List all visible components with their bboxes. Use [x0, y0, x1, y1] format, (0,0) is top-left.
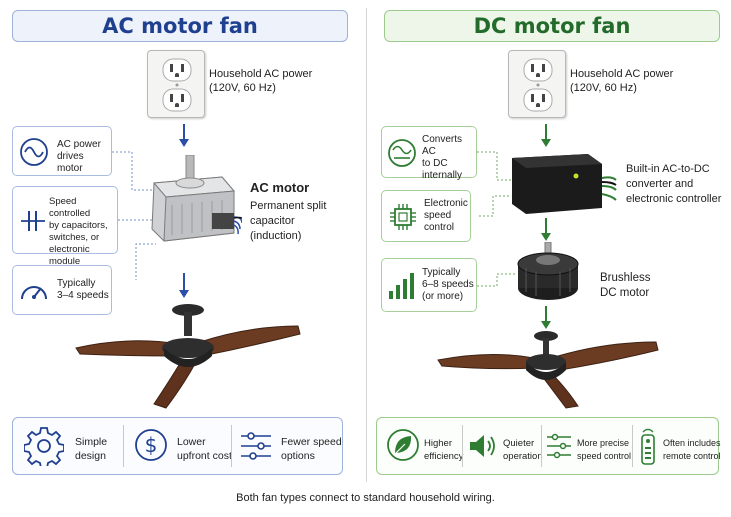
dc-callout-speeds-text: Typically 6–8 speeds (or more) — [422, 267, 474, 302]
gear-icon — [24, 427, 64, 466]
dc-feature-quiet: Quieter operation — [503, 438, 543, 462]
dc-callout-electronic: Electronic speed control — [381, 190, 471, 242]
sliders-icon — [547, 433, 571, 459]
ac-sep-1 — [123, 425, 124, 467]
ac-ceiling-fan-icon — [75, 304, 301, 409]
dc-callout-speeds: Typically 6–8 speeds (or more) — [381, 258, 477, 312]
svg-text:$: $ — [145, 433, 158, 457]
ac-callout-speed: Speed controlled by capacitors, switches… — [12, 186, 118, 267]
ac-feature-simple: Simple design — [75, 436, 108, 462]
dc-feature-precise: More precise speed control — [577, 438, 632, 461]
dc-sep-2 — [541, 425, 542, 467]
dc-callout-electronic-text: Electronic speed control — [424, 198, 468, 233]
ac-callout-speeds-text: Typically 3–4 speeds — [57, 278, 109, 301]
dc-ceiling-fan-icon — [437, 331, 659, 409]
dc-callout-convert-text: Converts AC to DC internally — [422, 134, 463, 181]
dc-power-label: Household AC power (120V, 60 Hz) — [570, 68, 674, 94]
speedometer-icon — [21, 286, 47, 300]
dc-connectors — [477, 151, 517, 287]
dc-feature-efficiency: Higher efficiency — [424, 438, 464, 462]
dc-sep-3 — [632, 425, 633, 467]
ac-callout-power-text: AC power drives motor — [57, 139, 101, 174]
ac-callout-speed-text: Speed controlled by capacitors, switches… — [49, 196, 108, 267]
dc-arrow-down-2 — [541, 218, 551, 241]
ac-title: AC motor fan — [12, 10, 348, 42]
dc-outlet-icon — [508, 50, 566, 118]
ac-callout-power: AC power drives motor — [12, 126, 112, 176]
ac-features-panel — [12, 417, 343, 475]
footer-note: Both fan types connect to standard house… — [236, 492, 495, 504]
ac-arrow-down-1 — [179, 124, 189, 147]
capacitor-icon — [21, 211, 45, 231]
bldc-motor-icon — [517, 242, 579, 300]
ac-feature-fewer: Fewer speed options — [281, 436, 342, 462]
dc-sep-1 — [462, 425, 463, 467]
dc-feature-remote: Often includes remote control — [663, 438, 721, 461]
chip-icon — [390, 204, 416, 230]
speaker-icon — [470, 435, 495, 457]
dc-arrow-down-1 — [541, 124, 551, 147]
ac-motor-desc: Permanent split capacitor (induction) — [250, 200, 327, 242]
leaf-icon — [387, 429, 419, 461]
dollar-icon: $ — [135, 429, 167, 461]
ac-arrow-down-2 — [179, 273, 189, 298]
dc-callout-convert: Converts AC to DC internally — [381, 126, 477, 181]
ac-motor-icon — [151, 155, 242, 242]
ac-callout-speeds: Typically 3–4 speeds — [12, 265, 112, 315]
dc-title: DC motor fan — [384, 10, 720, 42]
dc-motor-title: Brushless DC motor — [600, 272, 651, 299]
center-divider — [366, 8, 367, 482]
ac-connectors — [112, 151, 156, 280]
sliders-icon — [241, 432, 271, 460]
dc-converter-label: Built-in AC-to-DC converter and electron… — [626, 163, 722, 205]
signal-bars-icon — [389, 273, 414, 299]
ac-feature-cost: Lower upfront cost — [177, 436, 232, 462]
sine-wave-icon — [20, 138, 48, 166]
ac-outlet-icon — [147, 50, 205, 118]
ac-dc-icon — [388, 139, 416, 167]
ac-sep-2 — [231, 425, 232, 467]
converter-box-icon — [512, 154, 617, 214]
ac-power-label: Household AC power (120V, 60 Hz) — [209, 68, 313, 94]
dc-arrow-down-3 — [541, 306, 551, 329]
remote-icon — [641, 428, 655, 465]
ac-motor-title: AC motor — [250, 180, 310, 195]
